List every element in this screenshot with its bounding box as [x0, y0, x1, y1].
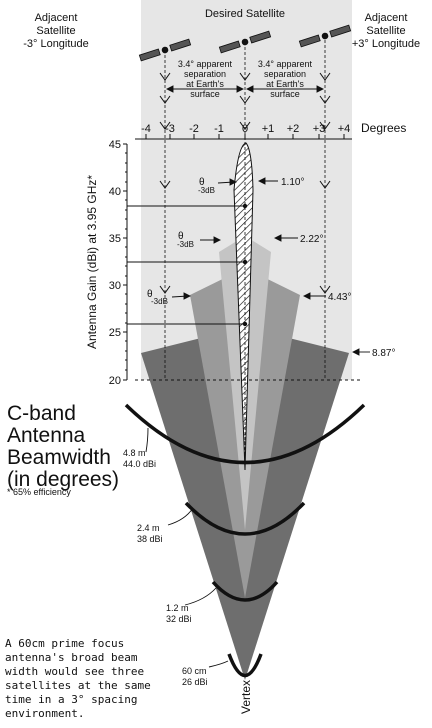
degree-tick-label: +4 — [338, 123, 351, 135]
gain-level-lines — [127, 205, 245, 325]
left-satellite-label: Adjacent Satellite -3° Longitude — [23, 12, 89, 50]
degree-tick-label: +1 — [262, 123, 275, 135]
degree-tick-label: -3 — [165, 123, 175, 135]
left-satellite-label-line: -3° Longitude — [23, 38, 89, 50]
dish-size: 2.4 m — [137, 523, 160, 533]
degrees-axis-title: Degrees — [361, 121, 406, 135]
theta-subscript: -3dB — [198, 186, 215, 195]
degrees-axis-ticks — [145, 134, 345, 139]
theta-symbol: θ — [147, 289, 153, 300]
right-satellite-label-line: Adjacent — [365, 12, 408, 24]
separation-arrows — [165, 85, 325, 93]
title-line: Antenna — [7, 424, 86, 447]
beamwidth-pointers — [257, 177, 370, 356]
vertex-label: Vertex — [239, 680, 253, 714]
degree-tick-label: -2 — [189, 123, 199, 135]
separation-note-line: surface — [190, 89, 220, 99]
dish-size: 4.8 m — [123, 448, 146, 458]
satellite-icon — [218, 30, 272, 54]
gain-tick-labels: 45 40 35 30 25 20 — [109, 139, 121, 387]
separation-note-right: 3.4° apparent separation at Earth's surf… — [258, 59, 313, 99]
satellite-icon — [138, 38, 192, 62]
separation-note-line: at Earth's — [186, 79, 224, 89]
separation-note-line: 3.4° apparent — [258, 59, 313, 69]
left-satellite-label-line: Adjacent — [35, 12, 78, 24]
dish-pointers — [145, 427, 229, 668]
theta-symbol: θ — [199, 177, 205, 188]
gain-tick-label: 45 — [109, 139, 121, 151]
gain-tick-label: 40 — [109, 186, 121, 198]
gain-tick-label: 20 — [109, 375, 121, 387]
dish-gain: 38 dBi — [137, 534, 163, 544]
separation-note-line: at Earth's — [266, 79, 304, 89]
separation-note-line: separation — [184, 69, 226, 79]
caption: A 60cm prime focus antenna's broad beam … — [5, 637, 151, 720]
degrees-tick-labels: -4 -3 -2 -1 0 +1 +2 +3 +4 — [141, 123, 350, 135]
dish-labels: 4.8 m 44.0 dBi 2.4 m 38 dBi 1.2 m 32 dBi… — [123, 448, 208, 687]
gain-axis-title: Antenna Gain (dBi) at 3.95 GHz* — [85, 175, 99, 349]
dish-60cm — [227, 653, 263, 677]
dish-gain: 32 dBi — [166, 614, 192, 624]
theta-labels: θ -3dB θ -3dB θ -3dB — [147, 177, 215, 306]
dish-1-2m — [211, 580, 279, 602]
title-line: Beamwidth — [7, 446, 111, 469]
beamwidth-label-2-4m: 2.22° — [300, 234, 323, 245]
desired-satellite-label: Desired Satellite — [205, 8, 285, 20]
degree-tick-label: -1 — [214, 123, 224, 135]
separation-note-line: separation — [264, 69, 306, 79]
beam-4-8m-hatch — [233, 142, 254, 471]
efficiency-note: * 65% efficiency — [7, 487, 71, 497]
beamwidth-label-1-2m: 4.43° — [328, 292, 351, 303]
degree-tick-label: +3 — [313, 123, 326, 135]
dish-gain: 26 dBi — [182, 677, 208, 687]
gain-tick-label: 30 — [109, 280, 121, 292]
right-satellite-label: Adjacent Satellite +3° Longitude — [352, 12, 420, 50]
theta-subscript: -3dB — [151, 297, 168, 306]
title-line: (in degrees) — [7, 468, 120, 491]
dish-gain: 44.0 dBi — [123, 459, 156, 469]
gain-tick-label: 25 — [109, 327, 121, 339]
degree-tick-label: -4 — [141, 123, 151, 135]
title-line: C-band — [7, 402, 76, 425]
theta-subscript: -3dB — [177, 240, 194, 249]
dish-2-4m — [184, 501, 306, 536]
right-satellite-label-line: Satellite — [366, 25, 405, 37]
separation-note-line: surface — [270, 89, 300, 99]
satellite-icon — [298, 24, 352, 48]
dish-4-8m — [124, 403, 366, 465]
diagram-title: C-band Antenna Beamwidth (in degrees) — [7, 403, 137, 491]
gain-tick-label: 35 — [109, 233, 121, 245]
theta-pointers — [171, 178, 238, 300]
theta-symbol: θ — [178, 231, 184, 242]
separation-note-line: 3.4° apparent — [178, 59, 233, 69]
gain-axis-ticks — [123, 143, 127, 381]
right-satellite-label-line: +3° Longitude — [352, 38, 420, 50]
beamwidth-label-4-8m: 1.10° — [281, 177, 304, 188]
separation-note-left: 3.4° apparent separation at Earth's surf… — [178, 59, 233, 99]
sight-lines — [164, 40, 326, 470]
beamwidth-labels: 1.10° 2.22° 4.43° 8.87° — [281, 177, 395, 359]
dish-size: 1.2 m — [166, 603, 189, 613]
left-satellite-label-line: Satellite — [36, 25, 75, 37]
degree-tick-label: +2 — [287, 123, 300, 135]
beamwidth-label-60cm: 8.87° — [372, 348, 395, 359]
dish-size: 60 cm — [182, 666, 207, 676]
sight-arrows — [159, 72, 331, 294]
